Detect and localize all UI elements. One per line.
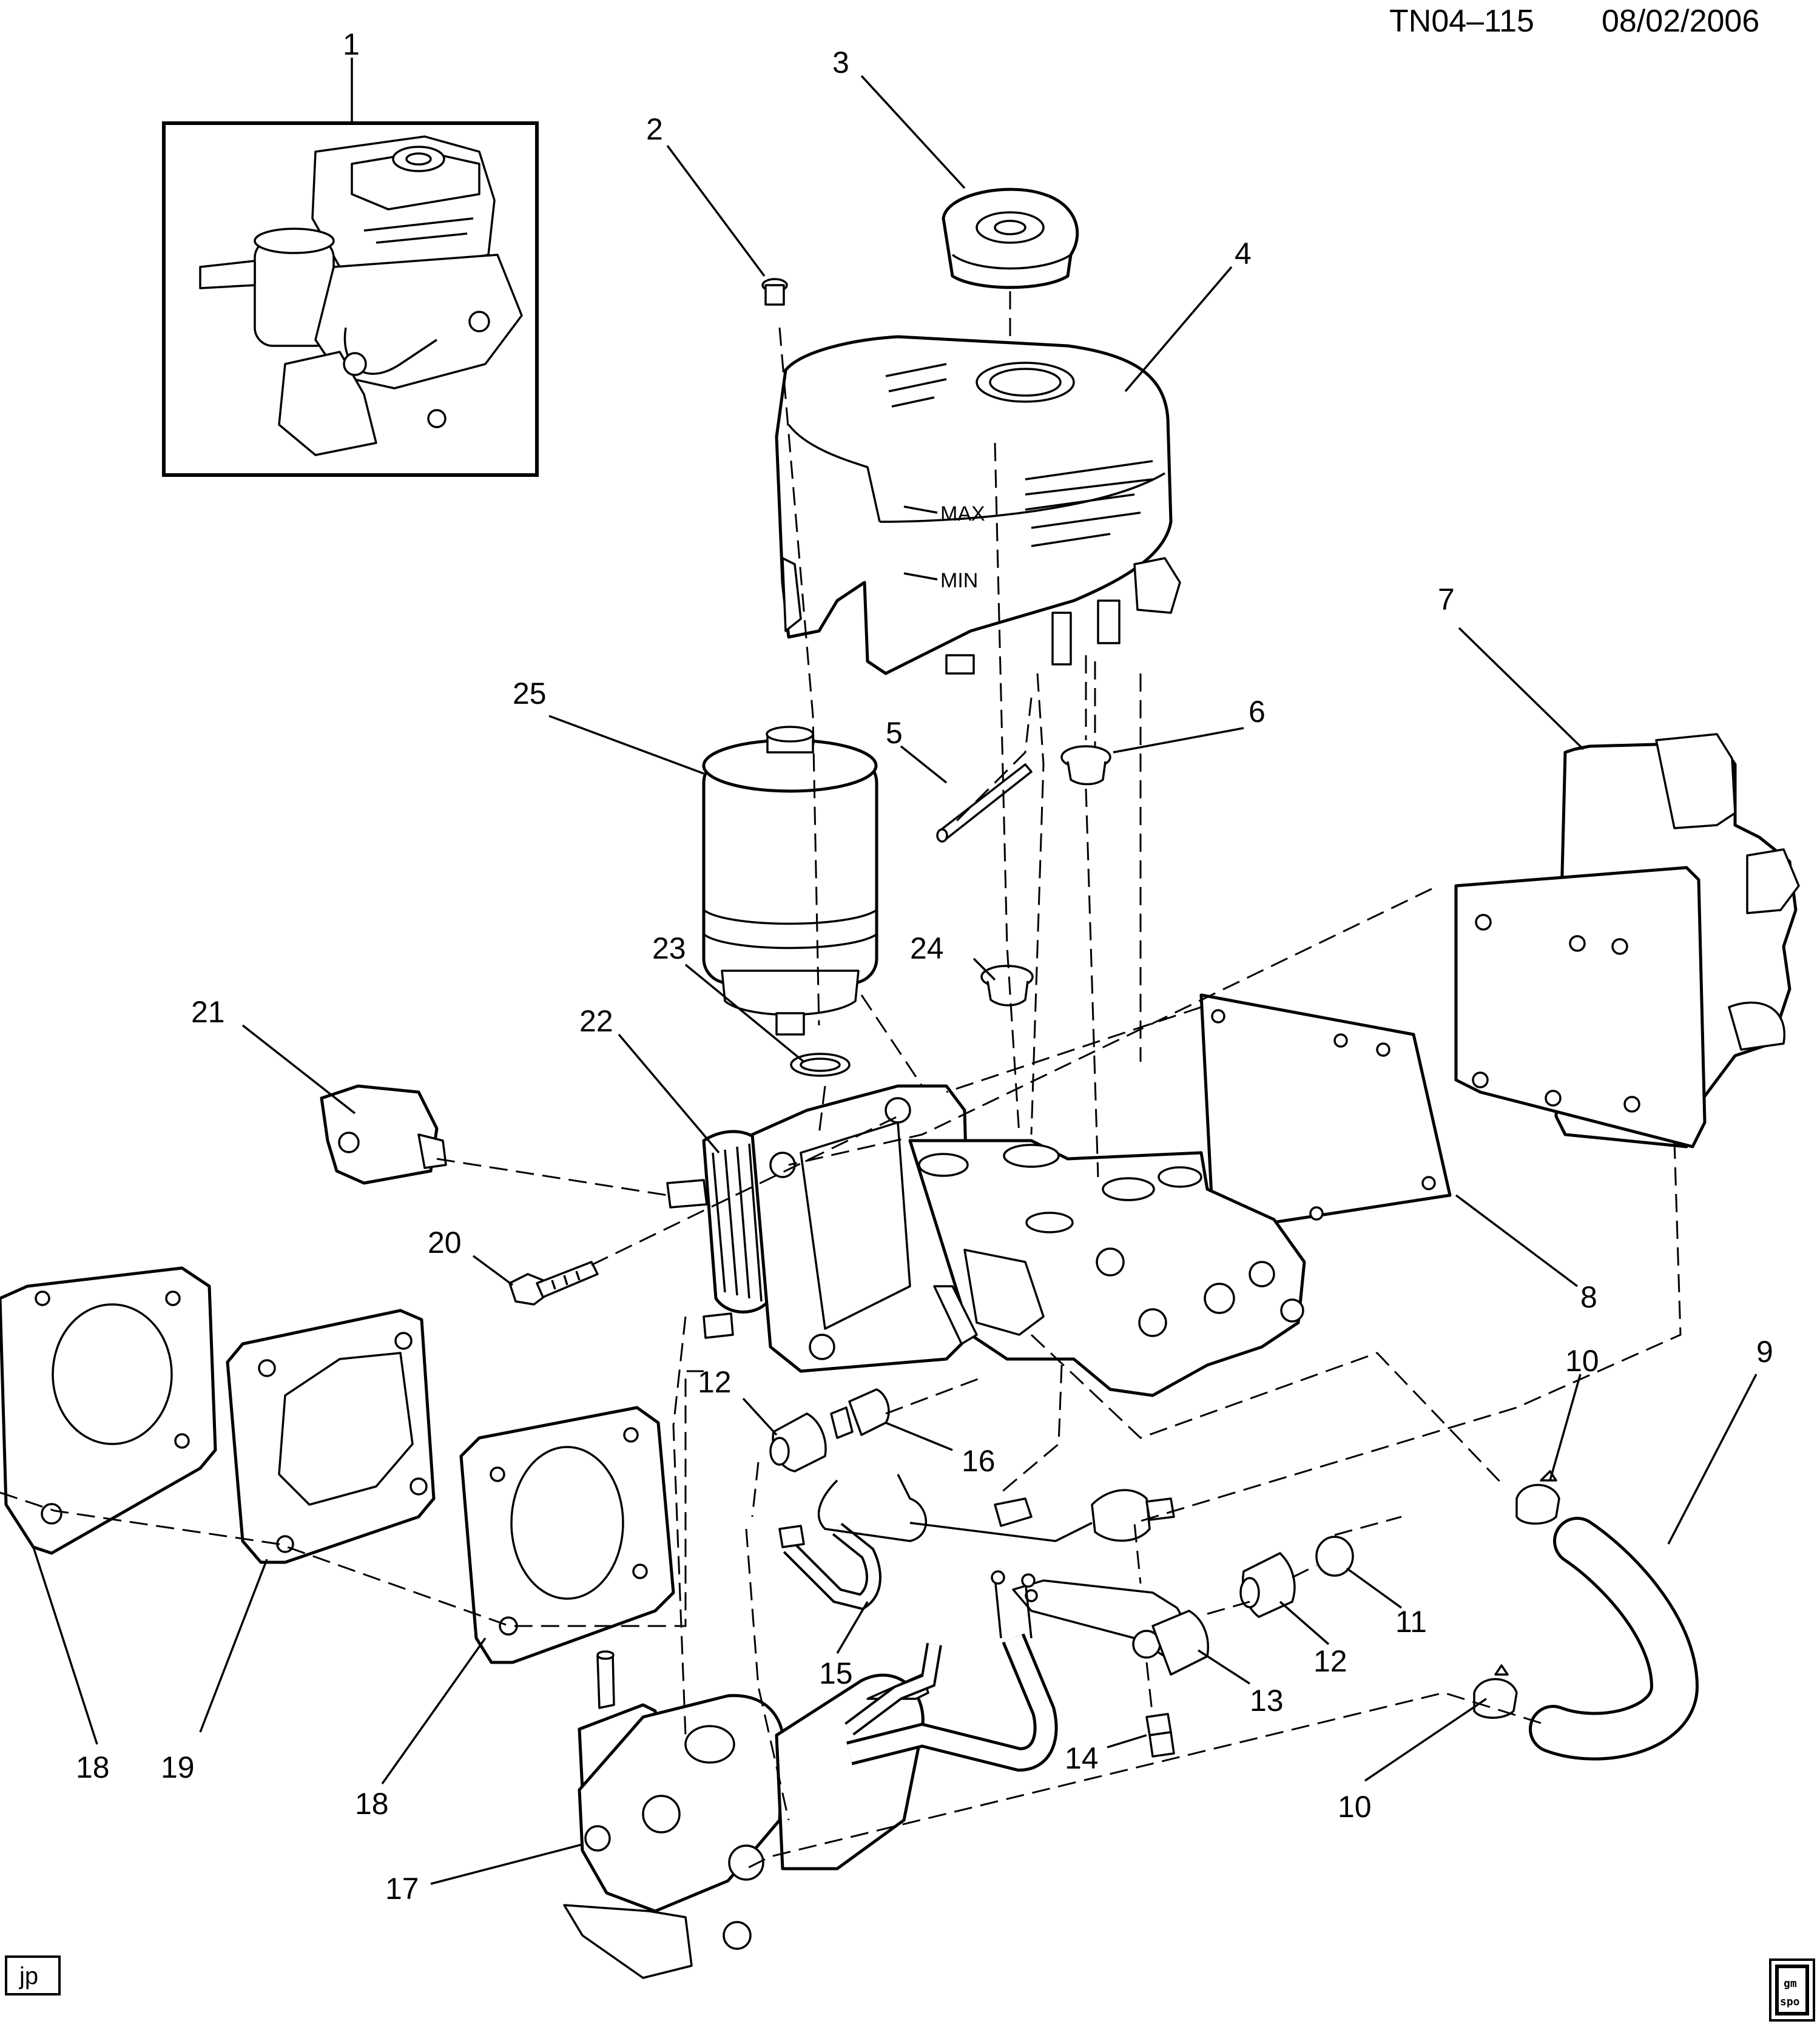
- control-module-gasket: [1199, 993, 1452, 1233]
- drawing-id: TN04–115: [1389, 4, 1534, 39]
- callout-labels: 1 2 3 4 5 6 7 8 9 10 10 11 12 12 13 14 1…: [76, 27, 1773, 1906]
- reservoir-cap: [942, 187, 1079, 289]
- port-cap-right: [1239, 1552, 1296, 1618]
- callout-22: 22: [579, 1004, 613, 1038]
- callout-12-right: 12: [1313, 1644, 1347, 1678]
- bracket-bolt: [1145, 1713, 1175, 1758]
- assembly-lines: [0, 291, 1682, 1870]
- callout-11: 11: [1395, 1605, 1427, 1639]
- callout-4: 4: [1235, 237, 1252, 271]
- callout-7: 7: [1438, 582, 1455, 616]
- drawing-date: 08/02/2006: [1602, 4, 1759, 39]
- callout-21: 21: [191, 995, 225, 1029]
- callout-23: 23: [652, 931, 686, 965]
- inset-assembly-view: [162, 121, 539, 477]
- pump-motor-assembly: [563, 1570, 1058, 1979]
- reservoir-retaining-pin: [936, 763, 1033, 843]
- spacer-plate: [226, 1309, 436, 1564]
- brake-fluid-reservoir: MAX MIN: [775, 335, 1181, 675]
- callout-5: 5: [886, 716, 903, 750]
- callout-10-lower: 10: [1338, 1790, 1372, 1824]
- callout-13: 13: [1250, 1684, 1284, 1718]
- callout-18-left: 18: [76, 1750, 110, 1784]
- reservoir-grommet-lower: [980, 965, 1034, 1007]
- brake-pipe-assembly: [778, 1474, 1175, 1611]
- port-cap-left: [769, 1412, 827, 1472]
- pressure-sensor-bracket: [1012, 1579, 1209, 1676]
- gasket-outer: [0, 1266, 217, 1555]
- callout-15: 15: [819, 1656, 853, 1690]
- hose-clamp-lower: [1473, 1664, 1518, 1719]
- electronic-brake-control-module: [1454, 733, 1800, 1149]
- callout-9: 9: [1756, 1335, 1773, 1369]
- callout-25: 25: [513, 676, 547, 710]
- callout-6: 6: [1249, 695, 1266, 729]
- callout-18-right: 18: [355, 1787, 389, 1821]
- gasket-inner: [459, 1406, 675, 1664]
- logo-top-text: gm: [1784, 1977, 1797, 1990]
- callout-leaders: [32, 58, 1758, 1885]
- artist-initials: jp: [19, 1963, 38, 1989]
- callout-24: 24: [910, 931, 944, 965]
- max-mark: MAX: [940, 502, 985, 525]
- logo-bottom-text: spo: [1780, 1995, 1800, 2008]
- master-cylinder-modulator: [666, 1084, 1306, 1397]
- hose-clamp-upper: [1515, 1470, 1560, 1525]
- port-plug: [1315, 1536, 1354, 1577]
- callout-1: 1: [343, 27, 360, 61]
- callout-12-left: 12: [698, 1365, 732, 1399]
- callout-20: 20: [428, 1226, 462, 1260]
- mounting-bolt: [508, 1261, 599, 1306]
- reservoir-grommet-upper: [1060, 745, 1111, 786]
- callout-10-upper: 10: [1565, 1344, 1599, 1378]
- artist-initials-box: jp: [5, 1955, 61, 1995]
- pressure-accumulator: [702, 726, 878, 1036]
- reservoir-pin-plug: [761, 278, 788, 306]
- callout-16: 16: [962, 1444, 996, 1478]
- callout-17: 17: [385, 1872, 419, 1906]
- gm-spo-logo: gm spo: [1769, 1958, 1815, 2022]
- reservoir-hose: [1529, 1517, 1699, 1761]
- callout-8: 8: [1580, 1280, 1597, 1314]
- callout-2: 2: [646, 112, 663, 146]
- callout-3: 3: [832, 46, 849, 79]
- callout-14: 14: [1065, 1741, 1099, 1775]
- min-mark: MIN: [940, 569, 978, 592]
- brake-pipe-fitting: [830, 1388, 890, 1439]
- callout-19: 19: [161, 1750, 195, 1784]
